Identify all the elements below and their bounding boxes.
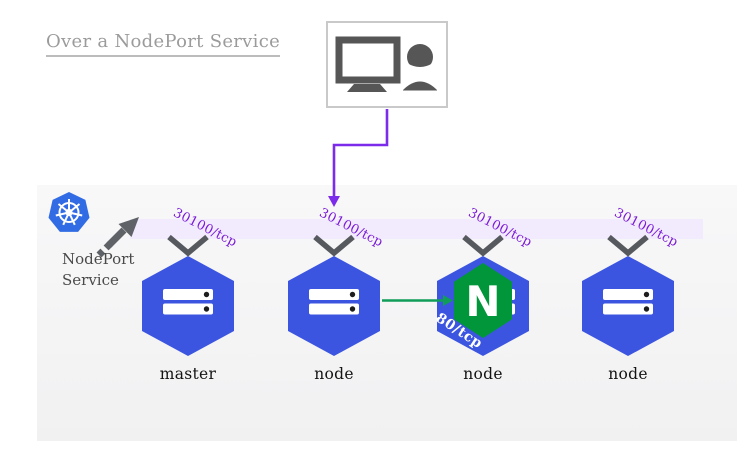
node-hexagon-4 [582,234,674,356]
client-box [326,21,448,108]
nginx-hexagon-icon: N [454,263,512,338]
server-stack-icon [603,289,653,315]
diagram-title: Over a NodePort Service [46,31,281,57]
port-chevron-icon [167,234,209,257]
kubernetes-wheel-icon [48,192,90,232]
server-stack-icon [309,289,359,315]
nodeport-service-band [130,219,703,239]
node-hexagon-3: N [437,234,529,356]
port-chevron-icon [607,234,649,257]
monitor-user-icon [335,36,437,92]
nodeport-service-label-line2: Service [62,271,119,289]
node-hexagon-2 [288,234,380,356]
node-name-2: node [314,365,354,383]
port-chevron-icon [462,234,504,257]
port-chevron-icon [313,234,355,257]
server-stack-icon [163,289,213,315]
node-name-4: node [608,365,648,383]
arrow-up-right-dashed-icon [96,217,139,258]
node-name-master: master [159,365,217,383]
node-name-3: node [463,365,503,383]
nodeport-service-label: NodePort Service [62,249,134,291]
nodeport-service-label-line1: NodePort [62,250,135,268]
nginx-logo-letter: N [465,277,500,326]
node-hexagon-master [142,234,234,356]
